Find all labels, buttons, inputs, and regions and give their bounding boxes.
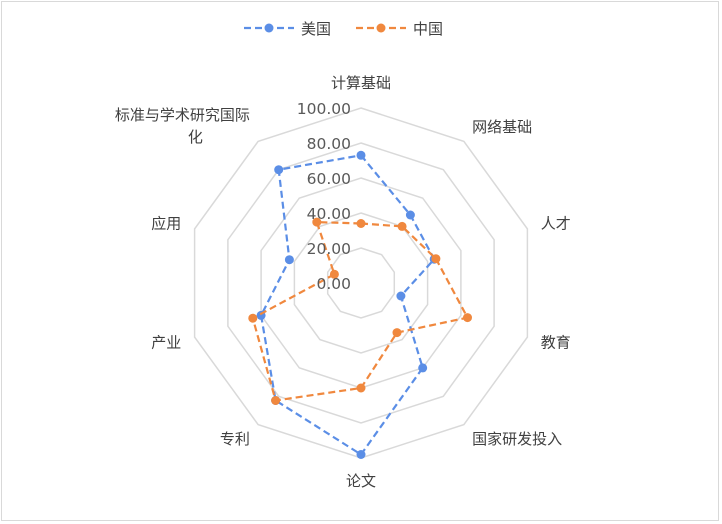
legend-marker (376, 23, 386, 33)
tick-label: 20.00 (307, 240, 351, 258)
data-point (418, 363, 428, 373)
series-line (259, 154, 436, 456)
grid-ring (227, 142, 495, 424)
data-point (396, 291, 406, 301)
grid-ring (260, 177, 462, 389)
category-label: 应用 (151, 214, 181, 232)
data-point (463, 313, 472, 323)
data-point (405, 210, 415, 220)
category-label: 产业 (151, 334, 181, 352)
data-point (356, 450, 366, 459)
data-point (392, 328, 402, 338)
data-point (248, 313, 258, 323)
data-point (356, 219, 366, 228)
category-label: 教育 (541, 334, 571, 352)
category-label: 人才 (541, 214, 571, 232)
category-label: 专利 (220, 430, 250, 448)
radar-grid (193, 107, 529, 459)
legend: 美国 中国 (244, 20, 443, 38)
grid-ring (193, 107, 529, 459)
data-point (312, 217, 322, 227)
series-1 (256, 150, 439, 459)
tick-label: 60.00 (307, 170, 351, 188)
category-label: 论文 (346, 472, 376, 490)
series-layer (248, 150, 472, 459)
legend-marker (264, 23, 274, 33)
data-point (284, 255, 294, 265)
tick-label: 100.00 (297, 100, 351, 118)
series-2 (248, 217, 472, 405)
data-point (397, 221, 407, 231)
legend-label: 中国 (413, 20, 443, 38)
grid-ring (293, 212, 429, 354)
legend-item: 美国 (244, 20, 331, 38)
legend-label: 美国 (301, 20, 331, 38)
tick-label: 40.00 (307, 205, 351, 223)
tick-label: 0.00 (316, 275, 351, 293)
data-point (329, 269, 339, 279)
legend-item: 中国 (356, 20, 443, 38)
tick-label: 80.00 (307, 135, 351, 153)
data-point (431, 254, 441, 264)
data-point (271, 396, 281, 405)
data-point (356, 150, 366, 160)
category-label: 国家研发投入 (472, 430, 562, 448)
category-label: 计算基础 (331, 74, 391, 92)
data-point (274, 165, 284, 175)
data-point (356, 383, 366, 393)
category-label: 网络基础 (472, 118, 532, 136)
radial-tick-labels: 0.00 20.00 40.00 60.00 80.00 100.00 (297, 100, 351, 293)
category-label: 标准与学术研究国际化 (115, 106, 250, 146)
